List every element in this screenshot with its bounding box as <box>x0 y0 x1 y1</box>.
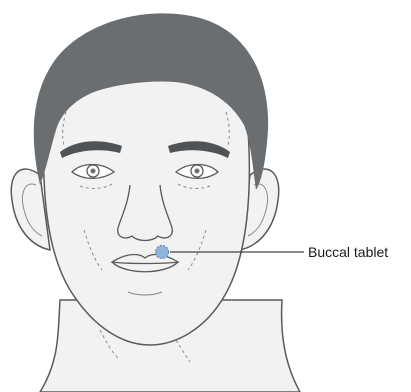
right-pupil <box>195 169 200 174</box>
buccal-tablet-marker <box>156 246 169 259</box>
left-pupil <box>91 169 96 174</box>
buccal-tablet-label: Buccal tablet <box>308 244 388 260</box>
